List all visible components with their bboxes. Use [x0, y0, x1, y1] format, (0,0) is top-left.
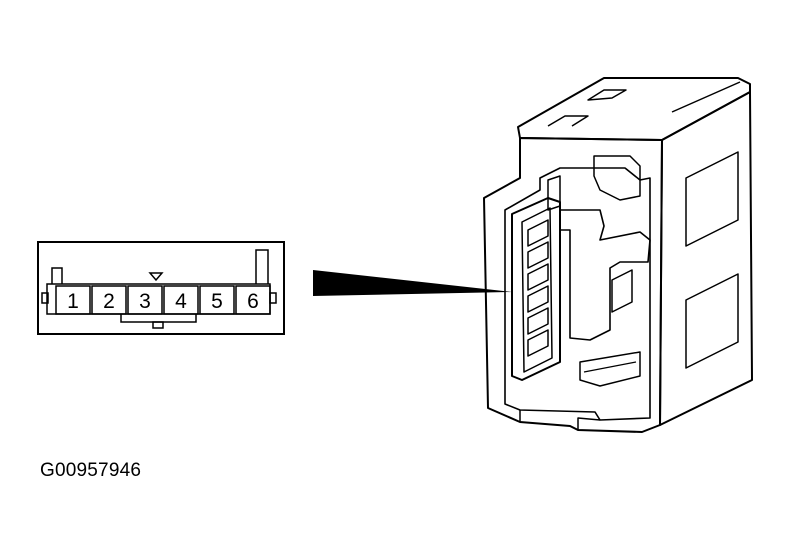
front-frame: [483, 137, 663, 433]
housing-top-slot: [587, 89, 627, 101]
guide-rail: [547, 175, 561, 211]
pin-label: 1: [67, 290, 79, 313]
terminal-cavity: [527, 219, 549, 247]
lock-arm-detail: [611, 269, 633, 313]
pin-cell: [163, 285, 199, 315]
terminal-insert-face: [521, 207, 553, 373]
terminal-cavities: [527, 219, 549, 357]
terminal-cavity: [527, 285, 549, 313]
housing-side: [659, 91, 753, 426]
key-slot: [152, 321, 164, 329]
lock-arm: [559, 209, 651, 341]
figure-id: G00957946: [40, 460, 142, 481]
connector-face-view: [37, 241, 285, 335]
side-window-lower: [685, 273, 739, 369]
pointer-arrow: [313, 270, 512, 296]
pin-indicator-mark: [148, 272, 164, 282]
pin-label: 3: [139, 290, 151, 313]
pin-label: 6: [247, 290, 259, 313]
pin-cell: [55, 285, 91, 315]
terminal-cavity: [527, 241, 549, 269]
pin-group: 1 2 3 4 5 6: [55, 285, 271, 315]
bottom-lip: [519, 410, 601, 430]
left-lock-tab: [41, 292, 49, 304]
right-lock-tab: [269, 292, 277, 304]
front-inner-frame: [504, 167, 651, 421]
guide-rail-2: [593, 155, 641, 201]
pin-label: 5: [211, 290, 223, 313]
terminal-cavity: [527, 307, 549, 335]
housing-top-slot-2: [547, 115, 589, 127]
pin-cell: [127, 285, 163, 315]
lock-ramp: [579, 351, 641, 387]
terminal-cavity: [527, 329, 549, 357]
pin-label: 4: [175, 290, 187, 313]
right-latch: [255, 249, 269, 284]
lock-ramp-line: [583, 361, 637, 373]
pin-cell: [199, 285, 235, 315]
pin-cell: [91, 285, 127, 315]
connector-face-outline: [37, 241, 285, 335]
connector-body-3d: [483, 77, 753, 433]
terminal-cavity: [527, 263, 549, 291]
key-notch: [120, 314, 197, 323]
pin-cell: [235, 285, 271, 315]
pin-label: 2: [103, 290, 115, 313]
housing-top-ridge: [671, 81, 741, 113]
side-window-upper: [685, 151, 739, 247]
housing-top: [517, 77, 751, 141]
left-latch: [51, 267, 63, 284]
